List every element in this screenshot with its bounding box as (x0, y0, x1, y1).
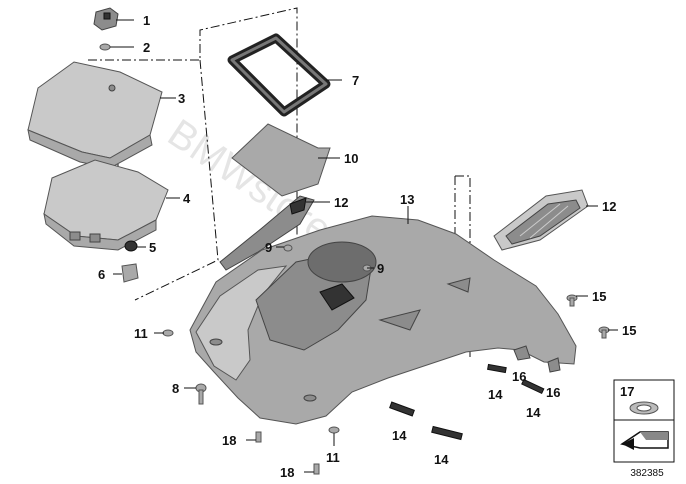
callout-15-b: 15 (622, 323, 636, 338)
inset-panel (613, 379, 675, 463)
part-15-screw-a (566, 294, 578, 307)
part-13-tank-cover (189, 215, 577, 425)
callout-11-left: 11 (134, 326, 148, 341)
part-15-screw-b (598, 326, 610, 339)
callout-18-a: 18 (222, 433, 236, 448)
callout-16-b: 16 (546, 385, 560, 400)
assembly-line-top (88, 7, 298, 260)
callout-17: 17 (620, 384, 634, 399)
part-18-pin-a (255, 431, 262, 443)
callout-16-a: 16 (512, 369, 526, 384)
callout-13: 13 (400, 192, 414, 207)
assembly-line-left (134, 59, 219, 301)
part-1-bracket (93, 7, 119, 31)
part-11-nut-b (328, 426, 340, 434)
part-14-strip-a (487, 363, 507, 374)
diagram-number: 382385 (630, 468, 664, 479)
part-16-clip-a (513, 345, 531, 361)
part-5-grommet (124, 240, 138, 252)
callout-14-d: 14 (434, 452, 449, 467)
part-6-clip (121, 263, 139, 283)
part-12-right-grille (493, 189, 589, 251)
callout-5: 5 (149, 240, 156, 255)
callout-6: 6 (98, 267, 105, 282)
callout-1: 1 (143, 13, 150, 28)
part-11-nut-a (162, 329, 174, 337)
callout-14-a: 14 (488, 387, 503, 402)
callout-12-right: 12 (602, 199, 616, 214)
callout-15-a: 15 (592, 289, 606, 304)
part-12-left-bracket (219, 195, 315, 271)
callout-9-right: 9 (377, 261, 384, 276)
callout-11-bottom: 11 (326, 450, 340, 465)
part-2-washer (99, 43, 111, 51)
part-10-pad (231, 123, 331, 197)
callout-12-left: 12 (334, 195, 348, 210)
part-16-clip-b (547, 357, 561, 373)
callout-4: 4 (183, 191, 191, 206)
part-14-strip-c (389, 401, 415, 417)
callout-9-left: 9 (265, 240, 272, 255)
part-14-strip-d (431, 425, 463, 441)
part-3-top-cover (27, 61, 163, 169)
callout-14-c: 14 (392, 428, 407, 443)
part-14-strip-b (521, 378, 545, 395)
callout-18-b: 18 (280, 465, 294, 480)
part-18-pin-b (313, 463, 320, 475)
part-4-lower-cover (43, 159, 169, 251)
callout-14-b: 14 (526, 405, 541, 420)
part-7-gasket-ring (227, 33, 331, 117)
callout-8: 8 (172, 381, 179, 396)
part-9-screw-a (283, 244, 293, 252)
callout-2: 2 (143, 40, 150, 55)
callout-3: 3 (178, 91, 185, 106)
callout-10: 10 (344, 151, 358, 166)
part-8-screw (195, 383, 207, 405)
callout-7: 7 (352, 73, 359, 88)
